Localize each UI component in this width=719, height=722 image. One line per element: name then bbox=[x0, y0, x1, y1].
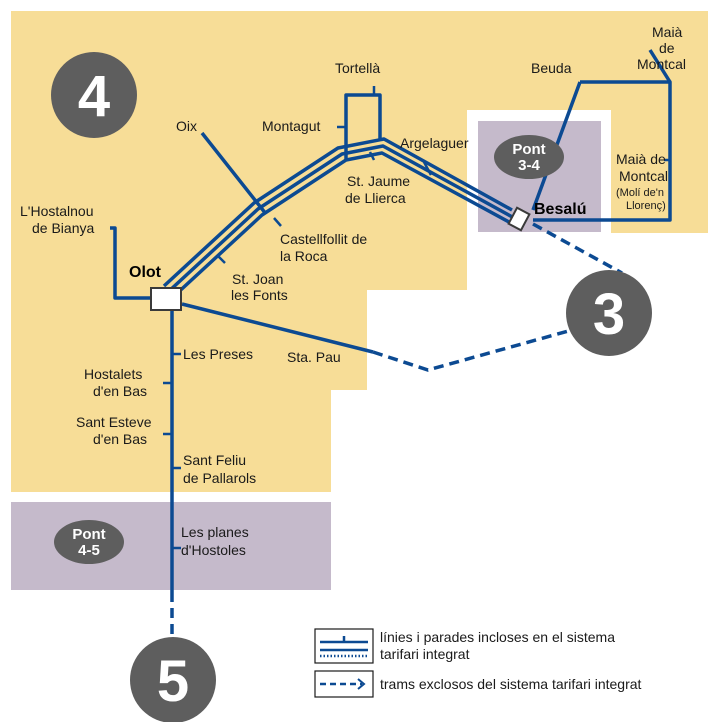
label-les-preses: Les Preses bbox=[183, 346, 253, 362]
line-oix bbox=[200, 131, 268, 216]
legend-included: línies i parades incloses en el sistema … bbox=[314, 628, 615, 664]
integrated-lines bbox=[110, 49, 672, 592]
line-maia-top bbox=[648, 49, 672, 83]
label-maia-3: Montcal bbox=[637, 56, 686, 72]
pont-4-5-badge: Pont 4-5 bbox=[54, 520, 124, 564]
label-argelaguer: Argelaguer bbox=[400, 135, 469, 151]
label-hostalets-1: Hostalets bbox=[84, 366, 142, 382]
label-sant-feliu-1: Sant Feliu bbox=[183, 452, 246, 468]
label-sant-esteve-1: Sant Esteve bbox=[76, 414, 152, 430]
label-les-planes-2: d'Hostoles bbox=[181, 542, 246, 558]
label-besalu: Besalú bbox=[534, 201, 586, 218]
line-maia bbox=[533, 80, 672, 222]
tick-argelaguer bbox=[422, 161, 433, 176]
label-oix: Oix bbox=[176, 118, 197, 134]
svg-text:tarifari integrat: tarifari integrat bbox=[380, 646, 470, 662]
svg-text:3-4: 3-4 bbox=[518, 157, 540, 174]
besalu-station bbox=[507, 206, 531, 232]
line-sta-pau bbox=[181, 302, 374, 354]
label-les-planes-1: Les planes bbox=[181, 524, 249, 540]
label-hostalnou-1: L'Hostalnou bbox=[20, 203, 94, 219]
line-olot-besalu-c bbox=[162, 137, 513, 288]
label-maia-moli-2: Montcal bbox=[619, 168, 668, 184]
zone-3-badge: 3 bbox=[566, 270, 652, 356]
label-castellfollit-2: la Roca bbox=[280, 248, 328, 264]
label-st-jaume-1: St. Jaume bbox=[347, 173, 410, 189]
label-olot: Olot bbox=[129, 264, 162, 281]
stop-ticks bbox=[163, 86, 670, 550]
label-sant-esteve-2: d'en Bas bbox=[93, 431, 147, 447]
svg-text:4-5: 4-5 bbox=[78, 542, 100, 559]
svg-text:Pont: Pont bbox=[512, 141, 545, 158]
label-maia-2: de bbox=[659, 40, 675, 56]
line-hostalnou bbox=[110, 226, 152, 300]
label-tortella: Tortellà bbox=[335, 60, 380, 76]
excluded-sections bbox=[170, 222, 623, 636]
zone-4-badge: 4 bbox=[51, 52, 137, 138]
svg-text:Pont: Pont bbox=[72, 526, 105, 543]
label-maia-moli-3: (Molí de'n bbox=[616, 187, 664, 199]
tick-st-jaume bbox=[368, 151, 376, 161]
svg-text:trams exclosos del sistema tar: trams exclosos del sistema tarifari inte… bbox=[380, 676, 642, 692]
zone-5-badge: 5 bbox=[130, 637, 216, 722]
tick-st-joan bbox=[217, 255, 226, 264]
label-maia-moli-4: Llorenç) bbox=[626, 200, 666, 212]
label-beuda: Beuda bbox=[531, 60, 572, 76]
label-sta-pau: Sta. Pau bbox=[287, 349, 341, 365]
svg-text:línies i parades incloses en e: línies i parades incloses en el sistema bbox=[380, 629, 615, 645]
zone-4-area bbox=[11, 11, 708, 492]
svg-text:4: 4 bbox=[78, 64, 110, 129]
label-hostalets-2: d'en Bas bbox=[93, 383, 147, 399]
label-castellfollit-1: Castellfollit de bbox=[280, 231, 367, 247]
legend: línies i parades incloses en el sistema … bbox=[314, 628, 642, 698]
olot-station bbox=[150, 287, 182, 311]
label-st-joan-2: les Fonts bbox=[231, 287, 288, 303]
label-st-jaume-2: de Llierca bbox=[345, 190, 406, 206]
svg-text:3: 3 bbox=[593, 282, 625, 347]
label-maia-1: Maià bbox=[652, 24, 683, 40]
tick-castellfollit bbox=[273, 217, 282, 227]
label-maia-moli-1: Maià de bbox=[616, 151, 666, 167]
label-sant-feliu-2: de Pallarols bbox=[183, 470, 256, 486]
label-hostalnou-2: de Bianya bbox=[32, 220, 94, 236]
dashed-stapau-zone3 bbox=[372, 328, 573, 372]
label-st-joan-1: St. Joan bbox=[232, 271, 283, 287]
svg-text:5: 5 bbox=[157, 649, 189, 714]
legend-excluded: trams exclosos del sistema tarifari inte… bbox=[314, 670, 642, 698]
dashed-besalu-zone3 bbox=[532, 222, 623, 275]
label-montagut: Montagut bbox=[262, 118, 320, 134]
pont-3-4-badge: Pont 3-4 bbox=[494, 135, 564, 179]
